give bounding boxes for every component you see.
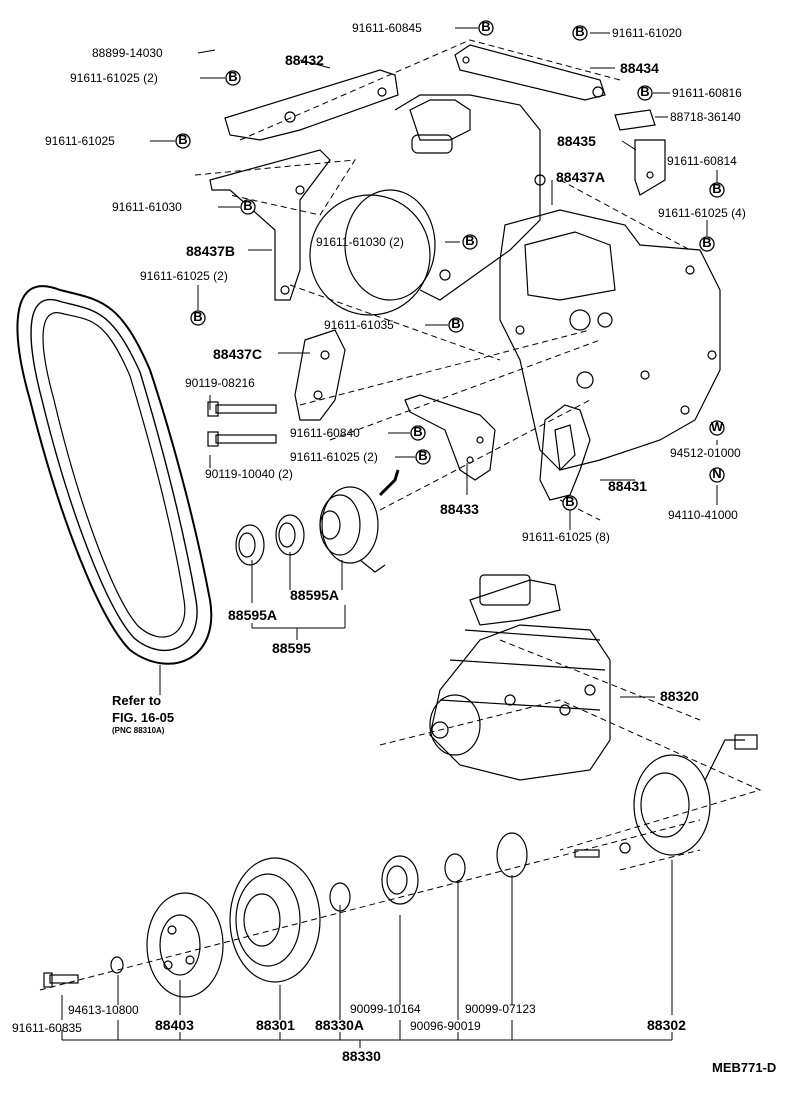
label-88403: 88403 — [155, 1017, 194, 1033]
leader-lines — [61, 27, 718, 1048]
label-90119-08216: 90119-08216 — [185, 376, 255, 390]
reference-line-3: (PNC 88310A) — [112, 726, 165, 735]
label-91611-61030-2: 91611-61030 (2) — [316, 235, 404, 249]
bracket-88437A — [499, 209, 721, 471]
bearing-88595A-b — [235, 524, 265, 566]
bolt-marker-glyph: B — [481, 19, 490, 34]
label-88431: 88431 — [608, 478, 647, 494]
bolts-upper — [207, 401, 400, 497]
bracket-88435 — [634, 139, 666, 196]
label-91611-60840: 91611-60840 — [290, 426, 360, 440]
label-90096-90019: 90096-90019 — [410, 1019, 481, 1033]
drive-belt — [16, 285, 213, 665]
label-90119-10040-2: 90119-10040 (2) — [205, 467, 293, 481]
label-88437A: 88437A — [556, 169, 605, 185]
washer-marker-glyph: W — [711, 419, 724, 434]
nut-marker-glyph: N — [712, 466, 721, 481]
idler-pulley-88595 — [319, 486, 386, 573]
label-91611-60814: 91611-60814 — [667, 154, 737, 168]
label-90099-10164: 90099-10164 — [350, 1002, 421, 1016]
label-91611-61025-2b: 91611-61025 (2) — [140, 269, 228, 283]
bolt-marker-glyph: B — [712, 181, 721, 196]
bearing-90099-10164 — [381, 855, 419, 905]
bolt-marker-glyph: B — [465, 233, 474, 248]
figure-code: MEB771-D — [712, 1060, 776, 1075]
label-88437C: 88437C — [213, 346, 262, 362]
label-88434: 88434 — [620, 60, 659, 76]
bolt-marker-glyph: B — [243, 198, 252, 213]
reference-line-2: FIG. 16-05 — [112, 710, 174, 725]
label-88595A-bottom: 88595A — [228, 607, 277, 623]
bolt-marker-glyph: B — [575, 24, 584, 39]
bolt-marker-glyph: B — [640, 84, 649, 99]
bracket-88432 — [224, 69, 399, 141]
label-91611-61030: 91611-61030 — [112, 200, 182, 214]
bearing-88595A-a — [275, 514, 305, 556]
label-91611-61025-8: 91611-61025 (8) — [522, 530, 610, 544]
tensioner-88431 — [539, 404, 591, 501]
bolt-marker-glyph: B — [451, 316, 460, 331]
label-91611-61020: 91611-61020 — [612, 26, 682, 40]
small-bolt-lower — [574, 842, 631, 858]
label-88595A-top: 88595A — [290, 587, 339, 603]
label-88320: 88320 — [660, 688, 699, 704]
label-88301: 88301 — [256, 1017, 295, 1033]
label-88718-36140: 88718-36140 — [670, 110, 741, 124]
plate-88718 — [614, 109, 656, 131]
pressure-plate-88403 — [146, 892, 224, 998]
label-91611-61025-4: 91611-61025 (4) — [658, 206, 746, 220]
label-88595: 88595 — [272, 640, 311, 656]
bracket-88437B — [209, 149, 331, 301]
bracket-88433 — [404, 394, 496, 481]
dashed-guide-lines — [39, 39, 762, 991]
label-88330A: 88330A — [315, 1017, 364, 1033]
bracket-88434 — [454, 44, 606, 101]
label-88433: 88433 — [440, 501, 479, 517]
label-88330: 88330 — [342, 1048, 381, 1064]
label-90099-07123: 90099-07123 — [465, 1002, 536, 1016]
label-88435: 88435 — [557, 133, 596, 149]
compressor-88320 — [429, 574, 611, 781]
label-88432: 88432 — [285, 52, 324, 68]
label-88899-14030: 88899-14030 — [92, 46, 163, 60]
label-91611-61035: 91611-61035 — [324, 318, 394, 332]
bracket-88437C — [294, 329, 346, 421]
snap-ring-90099-07123 — [496, 832, 528, 878]
reference-line-1: Refer to — [112, 693, 161, 708]
label-88437B: 88437B — [186, 243, 235, 259]
bolt-markers — [175, 20, 725, 511]
label-91611-60845: 91611-60845 — [352, 21, 422, 35]
snap-ring-90096-90019 — [444, 853, 466, 883]
label-94512-01000: 94512-01000 — [670, 446, 741, 460]
pulley-88301 — [229, 857, 321, 983]
label-91611-60835: 91611-60835 — [12, 1021, 82, 1035]
washer-94613-10800 — [110, 956, 124, 974]
bolt-marker-glyph: B — [193, 309, 202, 324]
label-91611-61025-2c: 91611-61025 (2) — [290, 450, 378, 464]
field-coil-88302 — [633, 734, 758, 856]
bolt-marker-glyph: B — [228, 69, 237, 84]
label-94613-10800: 94613-10800 — [68, 1003, 139, 1017]
label-94110-41000: 94110-41000 — [668, 508, 738, 522]
label-91611-61025: 91611-61025 — [45, 134, 115, 148]
label-91611-60816: 91611-60816 — [672, 86, 742, 100]
label-88302: 88302 — [647, 1017, 686, 1033]
bolt-91611-60835 — [43, 972, 79, 988]
label-91611-61025-2a: 91611-61025 (2) — [70, 71, 158, 85]
compressor-upper — [309, 94, 546, 316]
bolt-marker-glyph: B — [565, 494, 574, 509]
bolt-marker-glyph: B — [413, 424, 422, 439]
shim-88330A — [329, 882, 351, 912]
bolt-marker-glyph: B — [702, 235, 711, 250]
bolt-marker-glyph: B — [418, 448, 427, 463]
bolt-marker-glyph: B — [178, 132, 187, 147]
